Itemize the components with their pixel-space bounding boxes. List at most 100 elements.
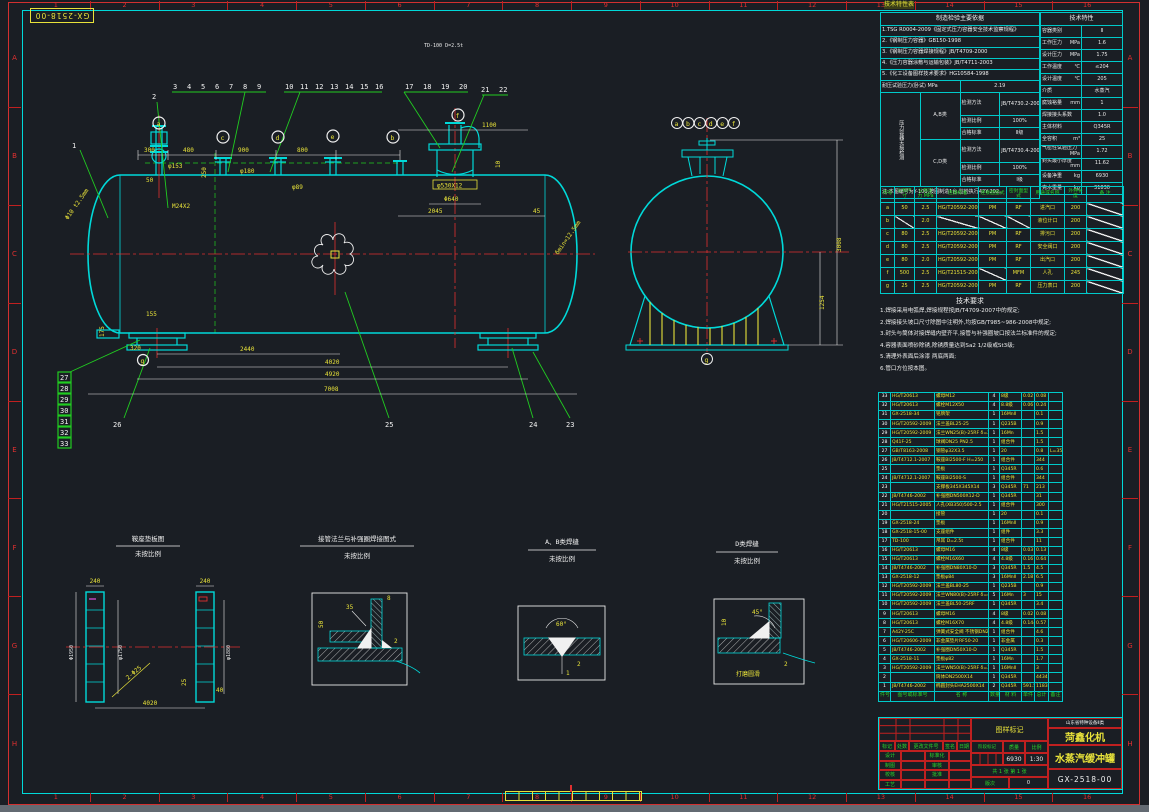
svg-text:c: c — [697, 120, 701, 128]
end-manhole — [681, 138, 734, 177]
svg-text:23: 23 — [566, 421, 574, 429]
svg-text:3: 3 — [173, 83, 177, 91]
svg-text:b: b — [391, 134, 395, 142]
svg-text:M24X2: M24X2 — [172, 203, 190, 210]
svg-text:25: 25 — [385, 421, 393, 429]
svg-text:φ1750: φ1750 — [118, 645, 124, 660]
zone-number: 6 — [366, 1, 435, 10]
zone-number: 1 — [22, 1, 91, 10]
mass-value: 6930 — [1003, 753, 1025, 765]
svg-text:28: 28 — [60, 385, 68, 393]
svg-text:320: 320 — [130, 345, 141, 352]
svg-text:24: 24 — [529, 421, 537, 429]
layer-label: 技术特性表 — [884, 1, 915, 9]
stamp-cell: 图样标记 — [971, 718, 1048, 741]
zone-number: 7 — [435, 1, 504, 10]
zone-number: 15 — [985, 793, 1054, 802]
nozzle-table: 符号公称尺寸公称压力 MPa 连接标准连接面型式密封面型式 用途或名称外伸长度备… — [880, 186, 1124, 294]
part-leaders — [69, 91, 571, 419]
svg-text:6: 6 — [215, 83, 219, 91]
svg-text:33: 33 — [60, 440, 68, 448]
svg-text:8: 8 — [243, 83, 247, 91]
zone-letter: H — [11, 739, 18, 748]
end-dimensions: 3008 1254 — [710, 139, 843, 346]
boxed-callouts: 27 28 29 30 31 32 33 — [57, 371, 72, 449]
svg-text:27: 27 — [60, 374, 68, 382]
svg-text:a: a — [675, 120, 679, 128]
manhole-f — [428, 122, 482, 177]
svg-text:e: e — [331, 133, 335, 141]
ab-weld-detail: A、B类焊缝 未按比例 60° 2 1 — [517, 537, 606, 681]
note-line: 1.焊接采用电弧焊,焊接规程按JB/T4709-2007中的规定; — [880, 308, 1020, 314]
svg-text:12: 12 — [315, 83, 323, 91]
svg-text:未按比例: 未按比例 — [549, 554, 575, 563]
svg-text:鞍座垫板图: 鞍座垫板图 — [132, 534, 165, 543]
note-line: 4.容器表面喷砂除锈,除锈质量达到Sa2 1/2级或St3级; — [880, 342, 1015, 349]
svg-text:300: 300 — [144, 147, 155, 154]
end-saddle — [625, 295, 789, 351]
svg-text:b: b — [686, 120, 690, 128]
zone-number: 4 — [228, 793, 297, 802]
svg-text:10: 10 — [721, 618, 728, 626]
svg-text:g: g — [141, 357, 145, 365]
svg-text:10: 10 — [285, 83, 293, 91]
svg-text:打磨圆滑: 打磨圆滑 — [736, 670, 760, 678]
d-weld-detail: D类焊缝 未按比例 45° 10 2 打磨圆滑 — [713, 539, 816, 685]
svg-text:175: 175 — [99, 326, 106, 337]
drawing-number: GX-2518-00 — [1048, 769, 1122, 789]
zone-letter: C — [1122, 206, 1138, 304]
tech-row: 主体材料 Q345R — [1040, 121, 1123, 134]
ndt-side-label: 压力容器无损检测 — [880, 92, 921, 187]
nozzle-header: 符号公称尺寸公称压力 MPa 连接标准连接面型式密封面型式 用途或名称外伸长度备… — [880, 186, 1124, 203]
tech-row: 焊接接头系数 1.0 — [1040, 109, 1123, 122]
end-view-callouts: a b c d e f g — [671, 117, 740, 365]
svg-text:17: 17 — [405, 83, 413, 91]
basis-title: 制造检验主要依据 — [880, 12, 1040, 26]
centerlines — [70, 108, 595, 358]
outer-frame — [8, 2, 1140, 805]
zone-letter: A — [1122, 10, 1138, 108]
zone-number: 14 — [916, 1, 985, 10]
svg-text:4020: 4020 — [325, 359, 340, 366]
svg-text:8: 8 — [387, 595, 391, 602]
svg-text:45°: 45° — [752, 609, 763, 616]
svg-text:g: g — [705, 356, 709, 364]
zone-letter: B — [8, 108, 21, 206]
svg-text:未按比例: 未按比例 — [135, 549, 161, 558]
zone-number: 11 — [710, 793, 779, 802]
svg-text:11: 11 — [300, 83, 308, 91]
bom-header: 件号图号或标准号名 称 数量材 料单件 总计备注 — [878, 690, 1063, 702]
note-line: 3.封头与筒体对接焊缝内壁齐平,接管与补强圈坡口按法兰标准件的规定; — [880, 331, 1057, 337]
version-value: 0 — [1009, 777, 1048, 789]
top-nozzles — [150, 122, 482, 177]
zone-number: 3 — [160, 1, 229, 10]
zone-letter: G — [1122, 597, 1138, 696]
svg-text:22: 22 — [499, 86, 507, 94]
zone-number: 10 — [641, 1, 710, 10]
svg-text:A、B类焊缝: A、B类焊缝 — [545, 537, 579, 546]
svg-text:2-Φ25: 2-Φ25 — [125, 664, 144, 681]
zone-number: 4 — [228, 1, 297, 10]
tech-row: 设计温度 ℃ 205 — [1040, 73, 1123, 86]
zone-letter: A — [8, 10, 21, 108]
svg-text:19: 19 — [441, 83, 449, 91]
revision-cloud — [311, 233, 354, 275]
svg-text:5: 5 — [201, 83, 205, 91]
zone-number: 13 — [847, 793, 916, 802]
